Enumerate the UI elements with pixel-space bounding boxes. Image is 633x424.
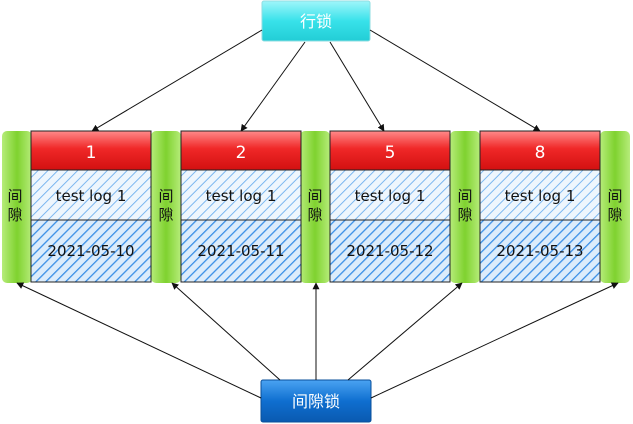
- record-1-id: 1: [86, 143, 97, 163]
- gap-4: [600, 131, 630, 283]
- record-2-msg-cell: [180, 169, 302, 221]
- gap-lock-arrows: [16, 282, 619, 399]
- record-8: 8 test log 1 2021-05-13: [479, 130, 601, 283]
- record-2-id: 2: [236, 143, 247, 163]
- row-lock-arrow-8: [369, 29, 541, 132]
- gaps: 间 隙 间 隙 间 隙 间 隙 间 隙: [2, 131, 630, 283]
- record-8-id: 8: [535, 143, 546, 163]
- record-5-id: 5: [385, 143, 396, 163]
- gap-2: [300, 131, 330, 283]
- record-2-date: 2021-05-11: [197, 242, 284, 260]
- record-5-date-cell: [329, 219, 451, 283]
- record-8-date: 2021-05-13: [496, 242, 583, 260]
- gap-2-label-2: 隙: [307, 206, 322, 224]
- gap-lock-arrow-1: [171, 282, 281, 381]
- gap-1-label-2: 隙: [158, 206, 173, 224]
- record-1-date: 2021-05-10: [47, 242, 134, 260]
- record-2: 2 test log 1 2021-05-11: [180, 130, 302, 283]
- gap-0: [2, 131, 32, 283]
- record-8-msg: test log 1: [505, 187, 576, 205]
- gap-lock-arrow-4: [370, 282, 619, 399]
- gap-0-label-2: 隙: [7, 206, 22, 224]
- record-8-date-cell: [479, 219, 601, 283]
- record-2-msg: test log 1: [206, 187, 277, 205]
- row-lock-arrow-2: [240, 41, 306, 132]
- gap-3-label-2: 隙: [457, 206, 472, 224]
- row-lock-arrow-5: [329, 41, 385, 132]
- row-lock-arrow-1: [91, 29, 263, 132]
- record-5-msg-cell: [329, 169, 451, 221]
- record-1-date-cell: [30, 219, 152, 283]
- record-5-id-cell: [329, 130, 451, 171]
- record-1-id-cell: [30, 130, 152, 171]
- gap-1: [151, 131, 181, 283]
- gap-3-label-1: 间: [457, 187, 472, 205]
- gap-lock-node: 间隙锁: [260, 379, 372, 423]
- record-1-msg: test log 1: [56, 187, 127, 205]
- record-2-date-cell: [180, 219, 302, 283]
- gap-4-label-1: 间: [607, 187, 622, 205]
- record-5: 5 test log 1 2021-05-12: [329, 130, 451, 283]
- record-1: 1 test log 1 2021-05-10: [30, 130, 152, 283]
- gap-2-label-1: 间: [307, 187, 322, 205]
- gap-lock-arrow-3: [347, 282, 463, 381]
- record-2-id-cell: [180, 130, 302, 171]
- gap-lock-label: 间隙锁: [292, 392, 340, 411]
- row-lock-arrows: [91, 29, 541, 132]
- row-lock-label: 行锁: [300, 12, 332, 31]
- gap-0-label-1: 间: [7, 187, 22, 205]
- gap-lock-arrow-0: [16, 282, 262, 399]
- record-5-msg: test log 1: [355, 187, 426, 205]
- record-5-date: 2021-05-12: [346, 242, 433, 260]
- gap-3: [450, 131, 480, 283]
- gap-1-label-1: 间: [158, 187, 173, 205]
- row-lock-node: 行锁: [261, 0, 371, 42]
- gap-4-label-2: 隙: [607, 206, 622, 224]
